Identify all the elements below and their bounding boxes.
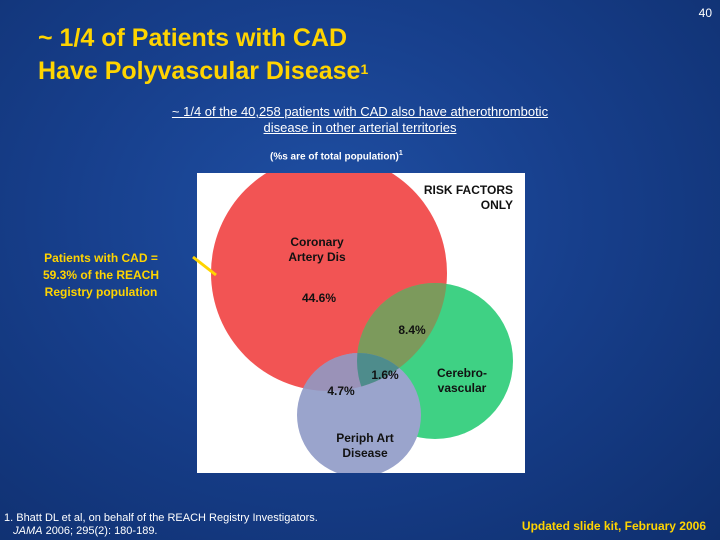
- cerebro-line-1: Cerebro-: [436, 366, 487, 380]
- subtitle-line-2: disease in other arterial territories: [263, 120, 457, 135]
- note-footnote-marker: 1: [398, 150, 403, 157]
- cad-periph-value: 4.7%: [327, 384, 355, 398]
- risk-factors-line-2: ONLY: [480, 198, 513, 212]
- risk-factors-line-1: RISK FACTORS: [423, 183, 513, 197]
- title-line-2: Have Polyvascular Disease1: [38, 55, 368, 88]
- cad-population-line-2: 59.3% of the REACH: [42, 268, 160, 282]
- venn-diagram-panel: RISK FACTORS ONLY Coronary Artery Dis 44…: [197, 173, 525, 473]
- all-three-value: 1.6%: [371, 368, 399, 382]
- periph-line-2: Disease: [342, 446, 388, 460]
- reference-citation: 1. Bhatt DL et al, on behalf of the REAC…: [4, 512, 318, 538]
- cerebro-line-2: vascular: [437, 381, 487, 395]
- slide-title: ~ 1/4 of Patients with CAD Have Polyvasc…: [38, 22, 368, 88]
- title-line-1: ~ 1/4 of Patients with CAD: [38, 24, 348, 52]
- title-line-2-text: Have Polyvascular Disease: [38, 57, 361, 85]
- cad-population-line-3: Registry population: [44, 285, 158, 299]
- venn-diagram: [211, 173, 513, 473]
- cad-cerebro-value: 8.4%: [398, 323, 426, 337]
- population-note-text: (%s are of total population): [270, 151, 399, 163]
- reference-line-2: JAMA 2006; 295(2): 180-189.: [4, 525, 318, 538]
- population-note: (%s are of total population)1: [270, 150, 403, 162]
- cad-population-label: Patients with CAD = 59.3% of the REACH R…: [20, 250, 182, 301]
- cad-population-line-1: Patients with CAD =: [44, 251, 158, 265]
- footer-slide-kit: Updated slide kit, February 2006: [521, 519, 706, 533]
- peripheral-label: Periph Art Disease: [315, 431, 415, 461]
- reference-journal: JAMA: [13, 525, 43, 537]
- reference-line-1: 1. Bhatt DL et al, on behalf of the REAC…: [4, 512, 318, 524]
- risk-factors-label: RISK FACTORS ONLY: [385, 183, 525, 213]
- coronary-label: Coronary Artery Dis: [267, 235, 367, 265]
- subtitle-line-1: ~ 1/4 of the 40,258 patients with CAD al…: [171, 104, 549, 119]
- slide-number: 40: [698, 6, 712, 20]
- periph-line-1: Periph Art: [336, 431, 394, 445]
- slide-subtitle: ~ 1/4 of the 40,258 patients with CAD al…: [100, 104, 620, 136]
- coronary-line-1: Coronary: [290, 235, 344, 249]
- coronary-line-2: Artery Dis: [288, 250, 346, 264]
- title-footnote-marker: 1: [360, 61, 369, 77]
- cerebrovascular-label: Cerebro- vascular: [427, 366, 497, 396]
- coronary-only-value: 44.6%: [301, 291, 337, 305]
- reference-details: 2006; 295(2): 180-189.: [42, 525, 158, 537]
